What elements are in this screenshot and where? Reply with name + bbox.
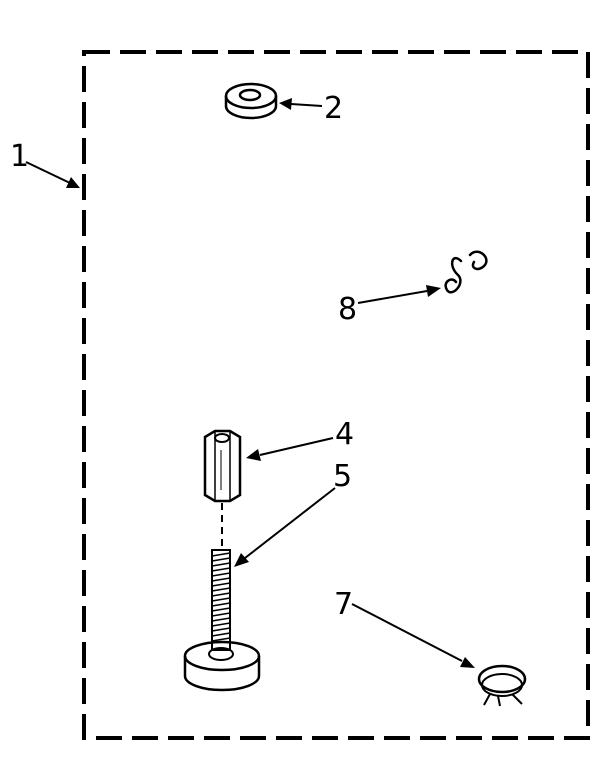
bolt-thread-line xyxy=(211,582,231,587)
callout-5-label: 5 xyxy=(333,459,352,494)
kit-boundary-dashed-box xyxy=(82,50,590,740)
callout-1: 1 xyxy=(10,139,80,188)
callout-8-label: 8 xyxy=(338,292,357,327)
bolt-thread-line xyxy=(211,552,231,557)
bolt-thread-line xyxy=(211,617,231,622)
bolt-thread-line xyxy=(211,632,231,637)
callout-5: 5 xyxy=(234,459,352,567)
callout-7-label: 7 xyxy=(334,587,353,622)
bolt-thread-line xyxy=(211,587,231,592)
bolt-thread-line xyxy=(211,572,231,577)
bolt-thread-line xyxy=(211,627,231,632)
bolt-thread-line xyxy=(211,597,231,602)
bolt-thread-line xyxy=(211,607,231,612)
bolt-thread-line xyxy=(211,562,231,567)
bolt-thread-line xyxy=(211,557,231,562)
bolt-thread-line xyxy=(211,602,231,607)
callout-1-label: 1 xyxy=(10,139,29,174)
bolt-thread-line xyxy=(211,612,231,617)
bolt-thread-line xyxy=(211,637,231,642)
s-hook-part xyxy=(444,250,488,294)
bolt-thread-line xyxy=(211,567,231,572)
threaded-bolt-part xyxy=(183,549,261,692)
hex-standoff-part xyxy=(203,429,242,503)
callout-8: 8 xyxy=(338,285,441,327)
callout-7: 7 xyxy=(334,587,475,668)
washer-part xyxy=(224,82,278,120)
bolt-thread-line xyxy=(211,592,231,597)
bolt-thread-line xyxy=(211,622,231,627)
callout-4-label: 4 xyxy=(335,417,354,452)
bolt-thread-line xyxy=(211,577,231,582)
callout-2: 2 xyxy=(279,91,343,126)
callout-2-label: 2 xyxy=(324,91,343,126)
hose-clamp-part xyxy=(477,664,527,707)
callout-4: 4 xyxy=(246,417,354,461)
